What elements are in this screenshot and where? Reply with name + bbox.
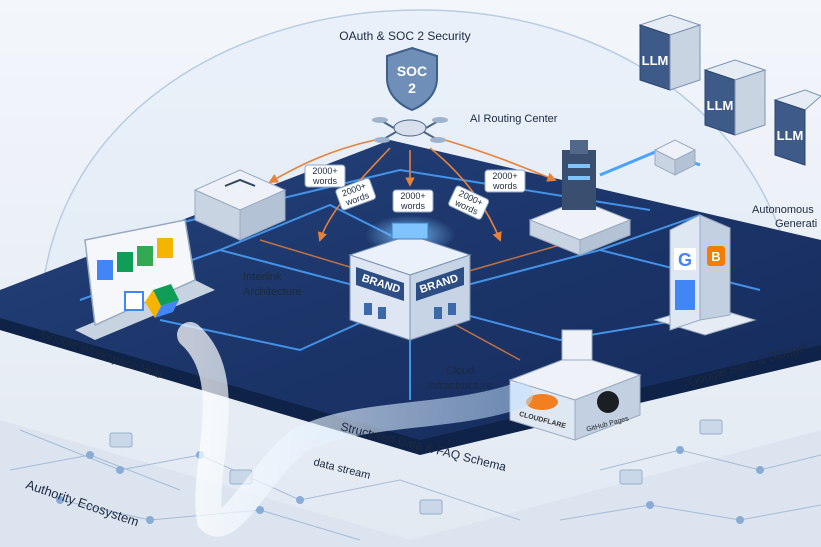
shield-icon: SOC 2 (386, 46, 438, 112)
cloud-infra-label-1: Cloud (446, 365, 475, 377)
svg-text:LLM: LLM (777, 128, 804, 143)
svg-text:LLM: LLM (707, 98, 734, 113)
cloud-infra-label-2: Infrastructure (428, 380, 493, 392)
words-tag-5: 2000+ (492, 171, 517, 181)
svg-text:2: 2 (408, 80, 416, 96)
autonomous-label-1: Autonomous (752, 204, 814, 216)
autonomous-label-2: Generati (775, 218, 817, 230)
interlink-label-2: Architecture (243, 286, 302, 298)
words-tag-3: 2000+ (400, 191, 425, 201)
svg-text:SOC: SOC (397, 63, 427, 79)
svg-text:words: words (312, 176, 338, 186)
google-apps-icon (75, 219, 215, 340)
google-g-icon: G (674, 248, 696, 270)
brand-building-icon: BRAND BRAND (348, 215, 472, 341)
llm-server-icon: LLM LLM LLM (599, 14, 821, 177)
svg-text:G: G (678, 250, 692, 270)
server-tower-icon (528, 140, 632, 256)
interlink-label-1: Interlink (243, 271, 282, 283)
svg-text:words: words (400, 201, 426, 211)
security-label: OAuth & SOC 2 Security (339, 29, 470, 43)
data-stream-ribbon (177, 322, 533, 537)
routing-center-label: AI Routing Center (470, 113, 558, 125)
svg-text:B: B (711, 249, 720, 264)
drone-icon (372, 117, 448, 143)
google-sites-tower: G B (653, 214, 757, 336)
svg-text:LLM: LLM (642, 53, 669, 68)
words-tag-1: 2000+ (312, 166, 337, 176)
svg-text:words: words (492, 181, 518, 191)
blogger-icon: B (707, 246, 725, 266)
server-icon (193, 169, 287, 241)
